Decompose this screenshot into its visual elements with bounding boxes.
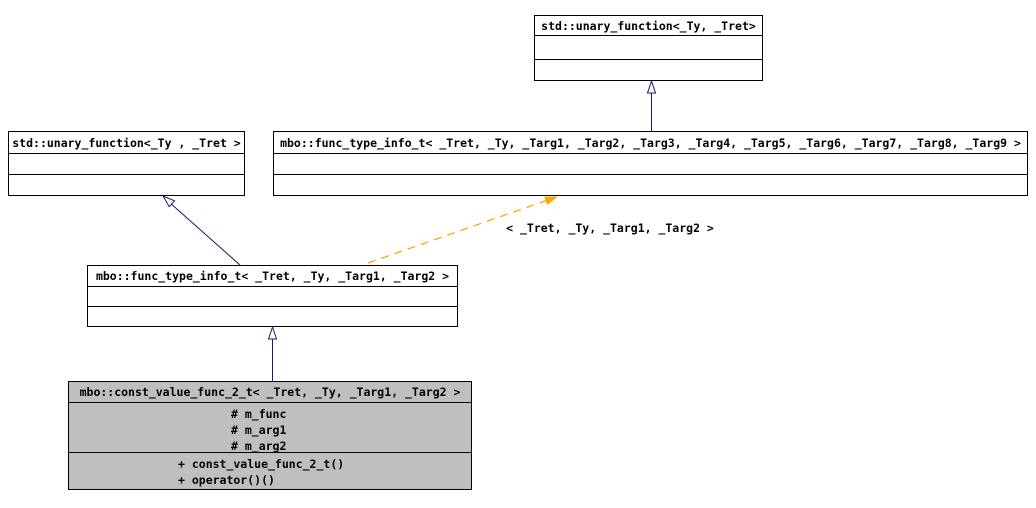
inheritance-arrow-functypeinfo-full-to-unaryfunction-top <box>646 79 657 131</box>
class-title: mbo::func_type_info_t< _Tret, _Ty, _Targ… <box>274 132 1027 154</box>
attributes-compartment: # m_func # m_arg1 # m_arg2 <box>69 403 471 453</box>
attributes-compartment <box>88 287 457 307</box>
class-title: std::unary_function<_Ty, _Tret> <box>535 16 762 36</box>
inheritance-arrow-functypeinfo4-to-unaryfunction-left <box>161 194 241 266</box>
method-row: + operator()() <box>178 473 275 487</box>
methods-compartment: + const_value_func_2_t() + operator()() <box>69 453 471 489</box>
methods-compartment <box>535 60 762 80</box>
template-instantiation-arrow <box>367 196 558 264</box>
attribute-row: # m_arg2 <box>231 439 287 453</box>
template-args-label: < _Tret, _Ty, _Targ1, _Targ2 > <box>506 221 714 235</box>
attributes-compartment <box>274 154 1027 175</box>
inheritance-edge-line <box>168 201 241 266</box>
attribute-row: # m_arg1 <box>231 423 287 437</box>
class-node-unary-function-left[interactable]: std::unary_function<_Ty , _Tret > <box>8 131 245 196</box>
hollow-triangle-arrowhead <box>646 79 657 94</box>
class-title: mbo::func_type_info_t< _Tret, _Ty, _Targ… <box>88 266 457 287</box>
class-node-unary-function-top[interactable]: std::unary_function<_Ty, _Tret> <box>534 15 763 81</box>
template-edge-dashed-line <box>367 200 546 264</box>
methods-compartment <box>9 175 244 195</box>
method-row: + const_value_func_2_t() <box>178 457 345 471</box>
filled-triangle-arrowhead <box>544 196 558 205</box>
class-title: std::unary_function<_Ty , _Tret > <box>9 132 244 154</box>
attribute-row: # m_func <box>231 407 287 421</box>
attributes-compartment <box>9 154 244 175</box>
class-node-func-type-info-full[interactable]: mbo::func_type_info_t< _Tret, _Ty, _Targ… <box>273 131 1028 196</box>
class-node-func-type-info-4[interactable]: mbo::func_type_info_t< _Tret, _Ty, _Targ… <box>87 265 458 327</box>
attributes-compartment <box>535 36 762 60</box>
hollow-triangle-arrowhead <box>161 194 176 208</box>
class-node-const-value-func-2-t[interactable]: mbo::const_value_func_2_t< _Tret, _Ty, _… <box>68 381 472 490</box>
methods-compartment <box>88 307 457 326</box>
hollow-triangle-arrowhead <box>267 325 278 340</box>
class-title: mbo::const_value_func_2_t< _Tret, _Ty, _… <box>69 382 471 403</box>
inheritance-arrow-constvaluefunc-to-functypeinfo4 <box>267 325 278 381</box>
methods-compartment <box>274 175 1027 195</box>
